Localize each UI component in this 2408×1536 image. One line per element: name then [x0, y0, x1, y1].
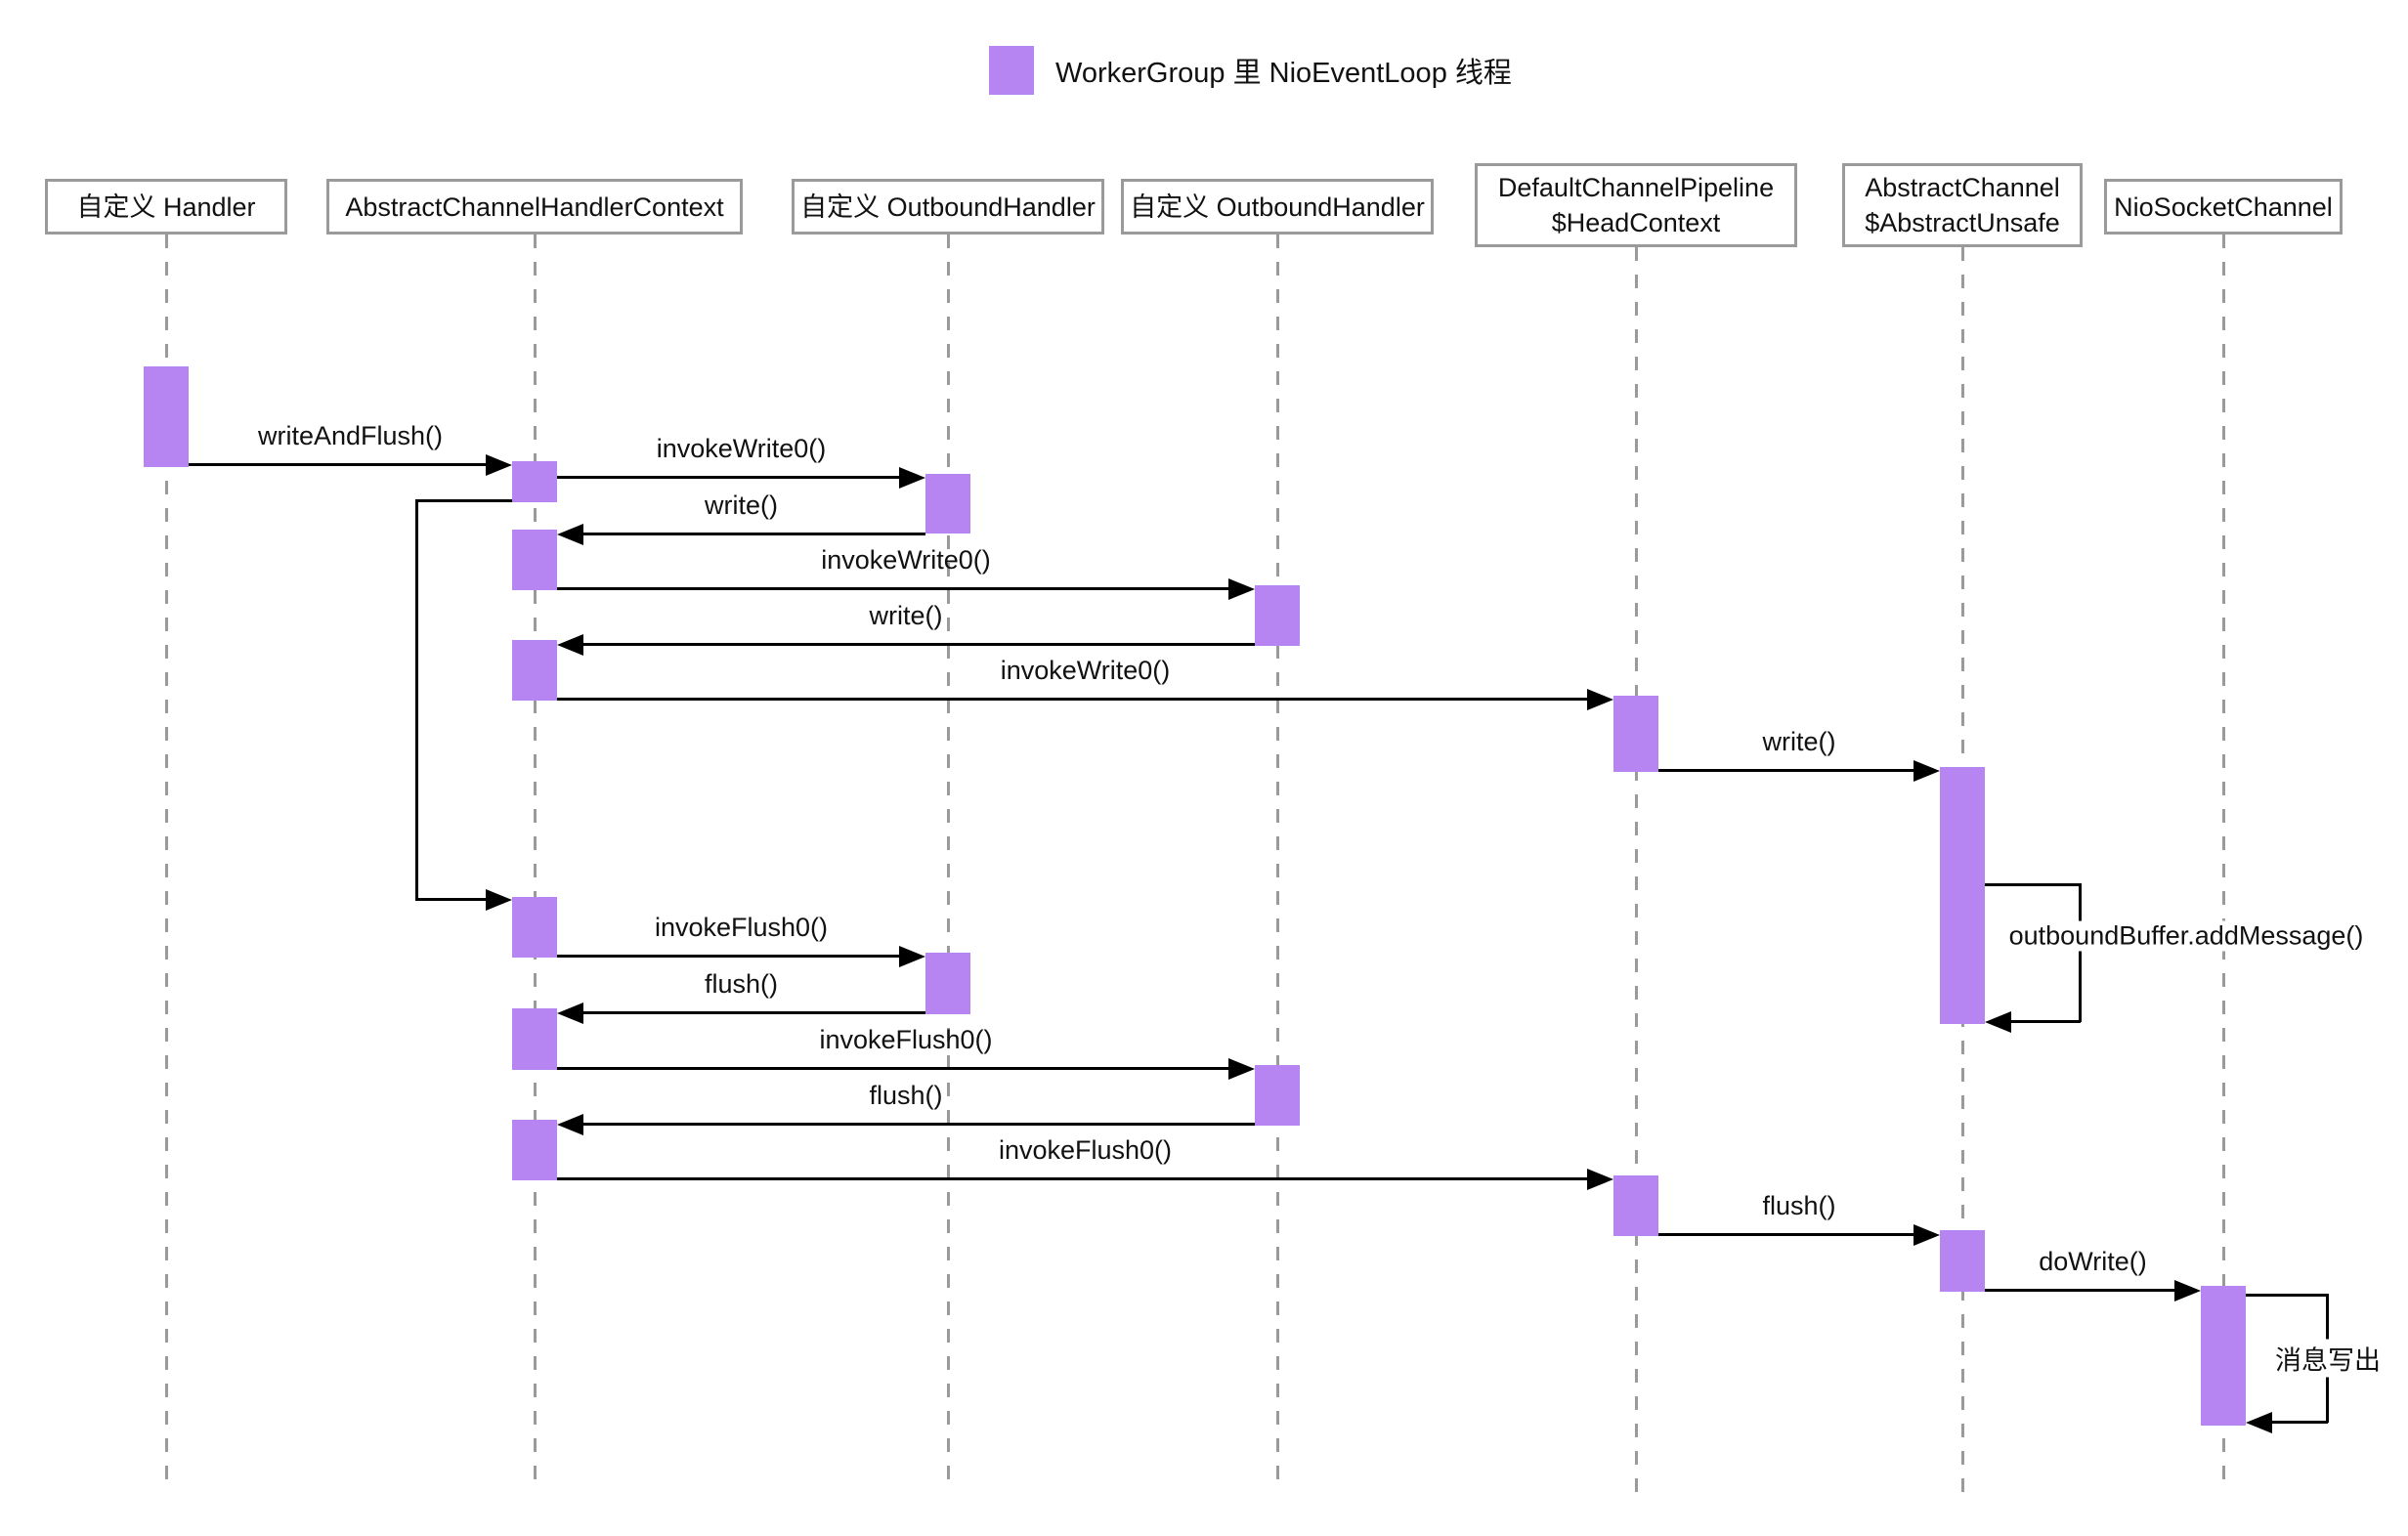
- message-label: flush(): [1762, 1191, 1836, 1220]
- message-line: [557, 955, 903, 958]
- message-arrowhead: [1228, 578, 1255, 600]
- message-arrowhead: [2174, 1280, 2201, 1301]
- message-line: [580, 533, 925, 535]
- activation-bar: [512, 530, 557, 590]
- participant-sublabel: $HeadContext: [1551, 208, 1721, 237]
- activation-bar: [512, 640, 557, 701]
- lifeline-1: [534, 235, 537, 1493]
- message-label: write(): [869, 601, 943, 630]
- participant-box-0: 自定义 Handler: [45, 179, 287, 235]
- self-call-label: 消息写出: [2271, 1339, 2385, 1378]
- message-line: [557, 587, 1232, 590]
- self-call-return-line: [2268, 1421, 2328, 1424]
- activation-bar: [144, 366, 189, 467]
- participant-label: 自定义 OutboundHandler: [800, 192, 1096, 222]
- message-label: invokeWrite0(): [821, 545, 991, 575]
- message-label: writeAndFlush(): [257, 421, 444, 450]
- self-call-return-line: [2007, 1020, 2081, 1023]
- lifeline-4: [1635, 247, 1638, 1493]
- activation-bar: [512, 1120, 557, 1180]
- participant-label: AbstractChannelHandlerContext: [345, 192, 724, 222]
- participant-box-6: NioSocketChannel: [2104, 179, 2343, 235]
- message-arrowhead: [1228, 1058, 1255, 1080]
- message-line: [557, 476, 903, 479]
- activation-bar: [512, 461, 557, 502]
- activation-bar: [512, 1008, 557, 1070]
- lifeline-0: [165, 235, 168, 1493]
- message-arrowhead: [557, 634, 583, 656]
- message-label: invokeFlush0(): [819, 1025, 993, 1054]
- participant-box-3: 自定义 OutboundHandler: [1121, 179, 1434, 235]
- participant-label: 自定义 Handler: [76, 192, 256, 222]
- message-arrowhead: [1587, 1169, 1613, 1190]
- message-arrowhead: [1914, 760, 1940, 782]
- message-label: invokeFlush0(): [654, 913, 829, 942]
- message-label: invokeWrite0(): [1000, 656, 1171, 685]
- activation-bar: [1613, 696, 1658, 772]
- self-call-side-line: [2079, 883, 2082, 1022]
- message-arrowhead: [557, 524, 583, 545]
- self-call-label: outboundBuffer.addMessage(): [2004, 920, 2368, 952]
- participant-box-1: AbstractChannelHandlerContext: [326, 179, 743, 235]
- activation-bar: [2201, 1286, 2246, 1426]
- message-arrowhead: [1914, 1224, 1940, 1246]
- message-label: write(): [705, 491, 778, 520]
- message-label: flush(): [869, 1081, 943, 1110]
- lifeline-3: [1276, 235, 1279, 1493]
- message-label: doWrite(): [2039, 1247, 2147, 1276]
- participant-box-2: 自定义 OutboundHandler: [792, 179, 1104, 235]
- message-line: [1658, 1233, 1917, 1236]
- activation-bar: [1940, 1230, 1985, 1292]
- legend-label: WorkerGroup 里 NioEventLoop 线程: [1055, 58, 1512, 89]
- message-line: [557, 698, 1591, 701]
- activation-bar: [512, 897, 557, 958]
- continuation-top-line: [415, 499, 512, 502]
- message-arrowhead: [899, 946, 925, 967]
- lifeline-6: [2222, 235, 2225, 1493]
- participant-label: DefaultChannelPipeline: [1497, 173, 1775, 202]
- message-arrowhead: [557, 1114, 583, 1135]
- self-call-out-line: [1985, 883, 2081, 886]
- legend: WorkerGroup 里 NioEventLoop 线程: [989, 46, 1512, 95]
- self-call-arrowhead: [2246, 1412, 2272, 1433]
- activation-bar: [1613, 1175, 1658, 1236]
- participant-label: AbstractChannel: [1865, 173, 2060, 202]
- message-line: [1658, 769, 1917, 772]
- continuation-bottom-line: [415, 898, 490, 901]
- self-call-arrowhead: [1985, 1011, 2011, 1033]
- activation-bar: [1255, 1065, 1300, 1126]
- message-arrowhead: [1587, 689, 1613, 710]
- lifeline-2: [947, 235, 950, 1493]
- continuation-arrowhead: [486, 889, 512, 911]
- message-arrowhead: [899, 467, 925, 489]
- message-line: [1985, 1289, 2178, 1292]
- participant-box-5: AbstractChannel $AbstractUnsafe: [1842, 163, 2083, 247]
- message-label: invokeWrite0(): [656, 434, 827, 463]
- participant-sublabel: $AbstractUnsafe: [1865, 208, 2060, 237]
- message-label: write(): [1762, 727, 1836, 756]
- participant-box-4: DefaultChannelPipeline $HeadContext: [1475, 163, 1797, 247]
- legend-swatch: [989, 46, 1034, 95]
- message-line: [557, 1067, 1232, 1070]
- message-arrowhead: [557, 1003, 583, 1024]
- activation-bar: [1255, 585, 1300, 646]
- continuation-side-line: [415, 499, 418, 900]
- activation-bar: [1940, 767, 1985, 1024]
- message-line: [580, 643, 1255, 646]
- participant-label: 自定义 OutboundHandler: [1130, 192, 1425, 222]
- message-line: [189, 463, 490, 466]
- message-label: invokeFlush0(): [998, 1135, 1173, 1165]
- message-label: flush(): [704, 969, 779, 999]
- participant-label: NioSocketChannel: [2114, 192, 2333, 222]
- message-arrowhead: [486, 454, 512, 476]
- self-call-out-line: [2246, 1294, 2328, 1297]
- activation-bar: [925, 474, 970, 533]
- message-line: [580, 1011, 925, 1014]
- message-line: [580, 1123, 1255, 1126]
- activation-bar: [925, 953, 970, 1014]
- message-line: [557, 1177, 1591, 1180]
